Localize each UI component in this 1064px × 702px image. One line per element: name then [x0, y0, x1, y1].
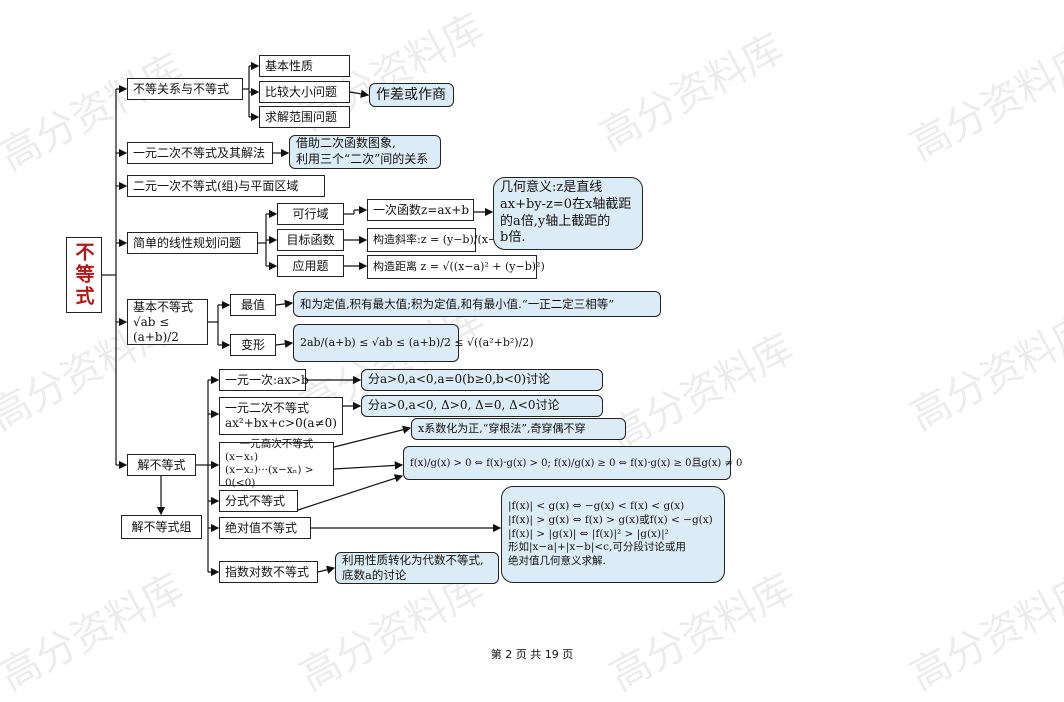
note-exp-log: 利用性质转化为代数不等式, 底数a的讨论 [335, 552, 499, 584]
note-quadratic-cases: 分a>0,a<0, Δ>0, Δ=0, Δ<0讨论 [361, 395, 603, 417]
node-relations: 不等关系与不等式 [127, 78, 243, 100]
node-line: ax²+bx+c>0(a≠0) [225, 416, 337, 430]
note-line: |f(x)| > g(x) ⇔ f(x) > g(x)或f(x) < −g(x) [508, 514, 713, 527]
node-basic-inequality: 基本不等式 √ab ≤ (a+b)/2 [127, 299, 208, 345]
page-footer: 第 2 页 共 19 页 [490, 648, 574, 661]
node-solve-inequality: 解不等式 [127, 454, 196, 476]
node-line: 基本不等式 [133, 299, 194, 314]
node-exp-log: 指数对数不等式 [219, 561, 318, 583]
note-line: |f(x)| > |g(x)| ⇔ |f(x)|² > |g(x)|² [508, 527, 669, 540]
note-line: 绝对值几何意义求解. [508, 554, 606, 567]
note-line: 利用性质转化为代数不等式, [342, 553, 484, 568]
node-range-problem: 求解范围问题 [259, 106, 350, 128]
node-compare-size: 比较大小问题 [259, 81, 350, 103]
node-quadratic-one: 一元二次不等式 ax²+bx+c>0(a≠0) [219, 397, 343, 435]
node-extreme-value: 最值 [230, 294, 276, 316]
note-difference-quotient: 作差或作商 [369, 83, 454, 107]
node-distance: 构造距离 z = √((x−a)² + (y−b)²) [367, 255, 545, 279]
node-absolute: 绝对值不等式 [219, 517, 311, 539]
note-fraction-rule: f(x)/g(x) > 0 ⇔ f(x)·g(x) > 0; f(x)/g(x)… [403, 446, 742, 480]
note-line: |f(x)| < g(x) ⇔ −g(x) < f(x) < g(x) [508, 500, 685, 513]
note-line: 利用三个“二次”间的关系 [296, 152, 429, 166]
note-line: 借助二次函数图象, [296, 136, 396, 151]
node-slope: 构造斜率:z = (y−b)/(x−a) [367, 228, 508, 252]
node-linear-one: 一元一次:ax>b [219, 369, 309, 391]
note-mean-chain: 2ab/(a+b) ≤ √ab ≤ (a+b)/2 ≤ √((a²+b²)/2) [293, 324, 534, 362]
node-linear-function: 一次函数z=ax+b [367, 199, 474, 221]
root-node: 不等式 [66, 237, 102, 313]
note-line: 底数a的讨论 [342, 568, 407, 582]
node-application: 应用题 [277, 255, 344, 277]
node-line: 一元二次不等式 [225, 401, 310, 415]
node-plane-region: 二元一次不等式(组)与平面区域 [127, 175, 325, 197]
node-line: 一元高次不等式 [239, 437, 314, 450]
note-absolute-rules: |f(x)| < g(x) ⇔ −g(x) < f(x) < g(x) |f(x… [501, 486, 725, 583]
note-line: ax+by-z=0在x轴截距 [500, 196, 632, 212]
node-solve-system: 解不等式组 [121, 515, 202, 539]
node-basic-properties: 基本性质 [259, 55, 350, 77]
node-linear-programming: 简单的线性规划问题 [127, 232, 258, 254]
note-line: 形如|x−a|+|x−b|<c,可分段讨论或用 [508, 541, 686, 554]
note-line: 的a倍,y轴上截距的 [500, 213, 611, 229]
node-line: (x−x₁)(x−x₂)···(x−xₙ) > 0(<0) [225, 450, 314, 490]
note-geometric-meaning: 几何意义:z是直线 ax+by-z=0在x轴截距 的a倍,y轴上截距的 b倍. [493, 177, 643, 250]
note-linear-cases: 分a>0,a<0,a=0(b≥0,b<0)讨论 [361, 369, 603, 391]
node-fraction: 分式不等式 [219, 490, 298, 512]
note-root-method: x系数化为正,“穿根法”,奇穿偶不穿 [411, 418, 626, 440]
note-extreme-rule: 和为定值,积有最大值;积为定值,和有最小值.“一正二定三相等” [293, 291, 661, 317]
node-objective-function: 目标函数 [277, 229, 344, 251]
node-quadratic-inequality: 一元二次不等式及其解法 [127, 142, 273, 164]
note-line: 几何意义:z是直线 [500, 179, 603, 195]
node-high-degree: 一元高次不等式 (x−x₁)(x−x₂)···(x−xₙ) > 0(<0) [219, 438, 334, 489]
node-transformation: 变形 [230, 334, 276, 356]
note-quadratic-graph: 借助二次函数图象, 利用三个“二次”间的关系 [289, 135, 441, 169]
node-line: √ab ≤ (a+b)/2 [133, 314, 179, 344]
note-line: b倍. [500, 230, 526, 246]
node-feasible-region: 可行域 [277, 203, 344, 225]
